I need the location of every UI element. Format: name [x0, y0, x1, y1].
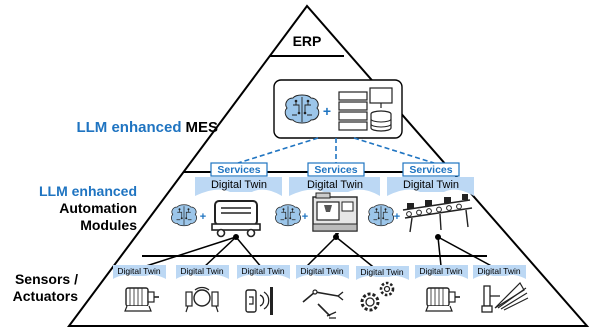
digital-twin-label: Digital Twin — [307, 179, 363, 191]
sensor-digital-twins: Digital Twin Digital Twin Digital Twin D… — [113, 265, 526, 280]
agv-robot-icon — [211, 200, 261, 238]
digital-twin-label: Digital Twin — [241, 266, 285, 276]
digital-twin-label: Digital Twin — [477, 266, 521, 276]
brain-icon — [368, 204, 394, 227]
automation-label-line3: Modules — [80, 217, 137, 233]
services-tag — [210, 162, 268, 177]
server-database-icon — [338, 87, 393, 132]
sensors-label-line1: Sensors / — [15, 271, 78, 287]
brain-icon — [275, 204, 301, 227]
sensor-twin-4: Digital Twin — [296, 265, 349, 279]
gears-icon — [360, 281, 395, 312]
mes-service-links — [237, 137, 435, 164]
services-label: Services — [314, 164, 357, 176]
sensor-twin-5: Digital Twin — [356, 266, 409, 280]
services-label: Services — [409, 164, 452, 176]
digital-twin-label: Digital Twin — [300, 266, 344, 276]
automation-module-conveyor: Services Digital Twin + — [368, 162, 474, 233]
services-tag — [307, 162, 365, 177]
sensor-twin-7: Digital Twin — [473, 265, 526, 279]
digital-twin-label: Digital Twin — [211, 179, 267, 191]
sensor-device-icons — [124, 281, 529, 319]
erp-label: ERP — [293, 33, 322, 49]
digital-twin-label: Digital Twin — [117, 266, 161, 276]
digital-twin-label: Digital Twin — [180, 266, 224, 276]
plus-sign: + — [302, 211, 308, 223]
mes-system-box: + — [273, 79, 403, 139]
cnc-machine-icon — [312, 192, 358, 232]
brain-icon — [284, 94, 320, 124]
services-label: Services — [217, 164, 260, 176]
proximity-sensor-icon — [245, 287, 273, 315]
digital-twin-tab — [195, 177, 282, 196]
conveyor-belt-icon — [402, 194, 473, 233]
sensor-twin-2: Digital Twin — [176, 265, 229, 279]
mes-label-suffix: MES — [185, 119, 218, 136]
services-tag — [402, 162, 460, 177]
mes-label-prefix: LLM enhanced — [76, 119, 181, 136]
digital-twin-label: Digital Twin — [360, 267, 404, 277]
automation-module-cnc: Services Digital Twin + — [275, 162, 380, 232]
automation-label-line1: LLM enhanced — [39, 183, 137, 199]
sensor-twin-3: Digital Twin — [237, 265, 290, 279]
digital-twin-tab — [289, 177, 380, 196]
module-sensor-links — [139, 236, 498, 271]
sensors-label-line2: Actuators — [13, 288, 79, 304]
sensor-twin-6: Digital Twin — [415, 265, 468, 279]
digital-twin-label: Digital Twin — [403, 179, 459, 191]
robot-arm-icon — [302, 289, 344, 319]
automation-label-line2: Automation — [59, 200, 137, 216]
module-arrowheads — [233, 233, 441, 240]
valve-actuator-icon — [481, 282, 529, 313]
brain-icon — [171, 204, 197, 227]
automation-module-agv: Services Digital Twin + — [171, 162, 282, 238]
plus-sign: + — [394, 211, 400, 223]
digital-twin-tab — [387, 177, 474, 196]
plus-sign: + — [200, 211, 206, 223]
sensor-twin-1: Digital Twin — [113, 265, 166, 279]
digital-twin-label: Digital Twin — [419, 266, 463, 276]
plus-sign: + — [323, 103, 331, 119]
rotary-encoder-icon — [185, 286, 219, 313]
